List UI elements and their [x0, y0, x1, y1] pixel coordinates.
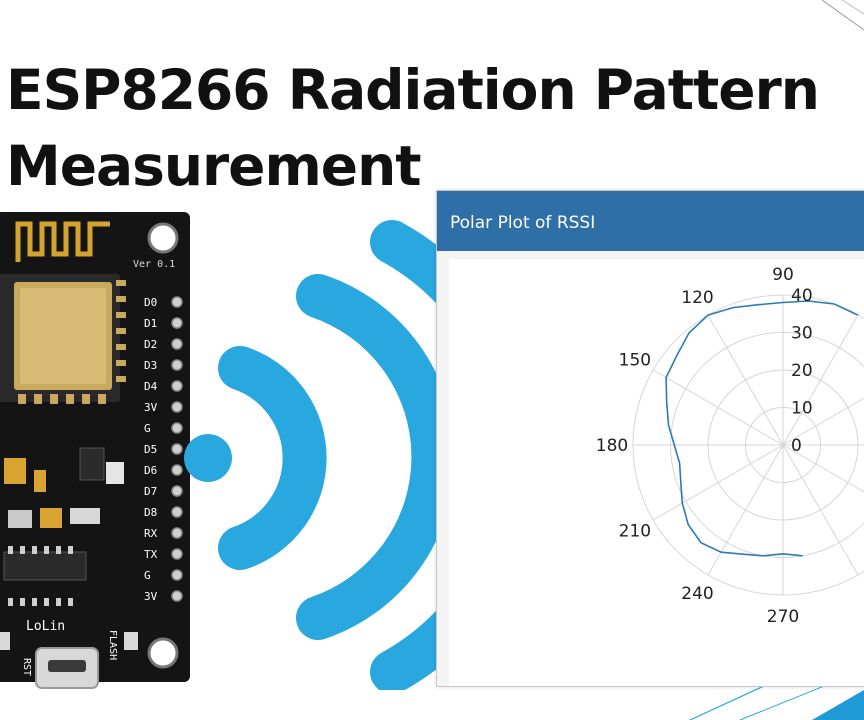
polar-grid-spoke [652, 369, 784, 446]
radial-tick-label: 20 [791, 361, 813, 381]
pin-labels: D0 D1 D2 D3 D4 3V G D5 D6 D7 D8 RX TX G … [144, 296, 158, 603]
pin-label: 3V [144, 590, 158, 603]
angle-tick-label: 90 [772, 265, 794, 285]
radial-tick-label: 10 [791, 399, 813, 419]
angle-tick-label: 150 [619, 351, 651, 371]
pin-label: D0 [144, 296, 157, 309]
polar-grid-spoke [707, 444, 784, 576]
polar-grid-spoke [782, 397, 864, 446]
polar-grid-spoke [782, 444, 864, 493]
pin-label: G [144, 422, 151, 435]
pin-label: G [144, 569, 151, 582]
pin-label: TX [144, 548, 158, 561]
pin-label: D7 [144, 485, 157, 498]
rssi-trace-line [665, 300, 859, 557]
pin-label: D4 [144, 380, 158, 393]
pin-label: 3V [144, 401, 158, 414]
pin-label: D6 [144, 464, 157, 477]
pin-label: D2 [144, 338, 157, 351]
title-line-2: Measurement [6, 134, 422, 198]
angle-tick-label: 180 [596, 436, 628, 456]
radial-tick-label: 0 [791, 436, 802, 456]
radial-tick-label: 40 [791, 286, 813, 306]
polar-grid-spoke [782, 444, 859, 576]
angle-tick-label: 120 [681, 288, 713, 308]
pin-label: D3 [144, 359, 157, 372]
pin-label: D1 [144, 317, 157, 330]
pin-label: RX [144, 527, 158, 540]
board-version-label: Ver 0.1 [133, 259, 175, 270]
angle-tick-label: 240 [681, 584, 713, 604]
angle-tick-label: 270 [767, 607, 799, 627]
flash-label: FLASH [107, 630, 118, 660]
polar-grid-spoke [707, 314, 784, 446]
corner-decoration-bottom-triangle [812, 690, 864, 720]
radial-tick-label: 30 [791, 324, 813, 344]
nodemcu-board-image: Ver 0.1 D0 D1 D2 D3 D4 3V G D5 D6 D7 D8 … [0, 212, 190, 689]
board-brand-label: LoLin [26, 619, 65, 634]
pin-label: D8 [144, 506, 157, 519]
angle-tick-label: 210 [619, 522, 651, 542]
title-line-1: ESP8266 Radiation Pattern [6, 58, 820, 122]
flash-button [124, 632, 138, 650]
pin-label: D5 [144, 443, 157, 456]
polar-grid-spoke [652, 444, 784, 521]
polar-grid-spoke [782, 314, 859, 446]
rst-label: RST [21, 658, 32, 676]
page-title: ESP8266 Radiation Pattern Measurement [6, 52, 820, 204]
rst-button [0, 632, 10, 650]
plot-window-title: Polar Plot of RSSI [437, 191, 864, 251]
